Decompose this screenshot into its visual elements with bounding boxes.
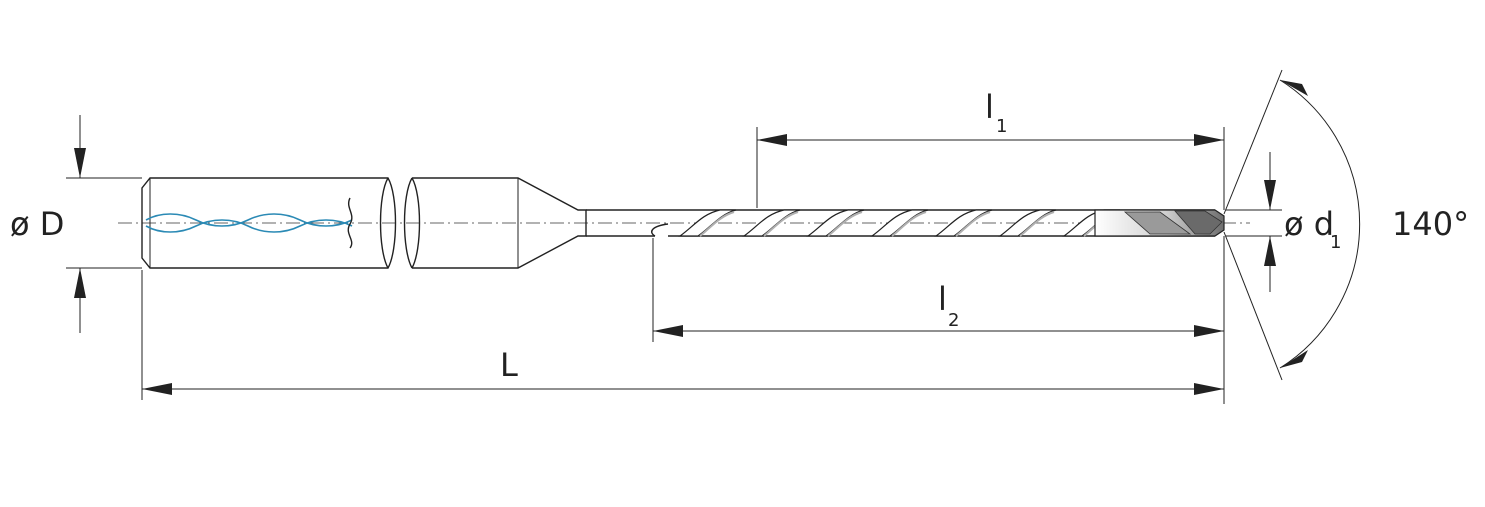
l1-subscript: 1 [996,116,1007,137]
tip-diameter-label: ø d [1284,205,1334,243]
dimension-shank-diameter [66,115,142,333]
dimension-tip-diameter [1226,152,1282,292]
dimension-l2 [652,236,1225,404]
flute-shade [1019,211,1055,237]
dimension-l1 [756,127,1225,210]
l2-label: l [938,280,947,318]
point-angle-label: 140° [1392,205,1469,243]
flute-shade [891,211,927,237]
shank-diameter-label: ø D [10,205,64,243]
dimension-overall-length [141,270,1224,400]
fluted-body [651,209,1225,237]
drill-shank [141,177,680,269]
overall-length-label: L [500,346,518,384]
flute-shade [827,211,863,237]
flute-shade [763,211,799,237]
l1-label: l [985,88,994,126]
l2-subscript: 2 [948,310,959,331]
flute-shade [955,211,991,237]
tip-diameter-subscript: 1 [1330,232,1341,253]
dimension-point-angle [1223,69,1361,381]
flute-shade [699,211,735,237]
coolant-channel [145,197,353,249]
